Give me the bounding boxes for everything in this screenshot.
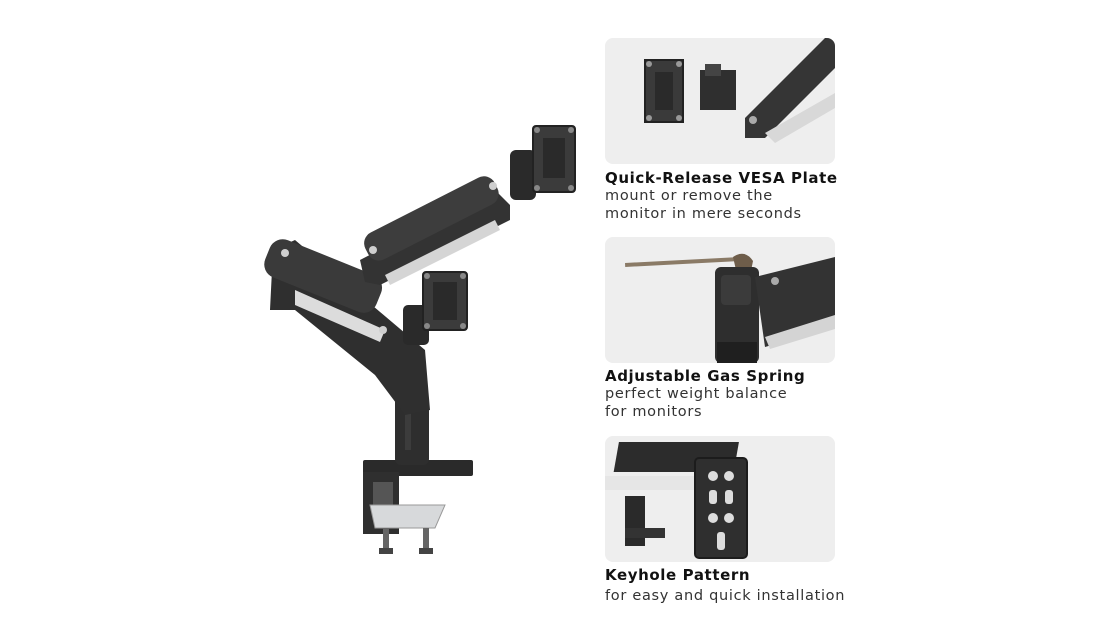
- feature-title-keyhole-pattern: Keyhole Pattern: [605, 566, 751, 584]
- feature-desc-gas-spring-line2: for monitors: [605, 404, 703, 420]
- feature-desc-keyhole-pattern: for easy and quick installation: [605, 588, 846, 604]
- feature-desc-vesa-plate-line2: monitor in mere seconds: [605, 206, 802, 222]
- feature-title-vesa-plate: Quick-Release VESA Plate: [605, 169, 838, 187]
- dual-monitor-arm-image: [255, 110, 585, 565]
- vesa-plate-image: [605, 38, 835, 164]
- feature-title-gas-spring: Adjustable Gas Spring: [605, 367, 806, 385]
- keyhole-pattern-image: [605, 436, 835, 562]
- feature-desc-vesa-plate-line1: mount or remove the: [605, 188, 773, 204]
- gas-spring-image: [605, 237, 835, 363]
- feature-desc-gas-spring-line1: perfect weight balance: [605, 386, 788, 402]
